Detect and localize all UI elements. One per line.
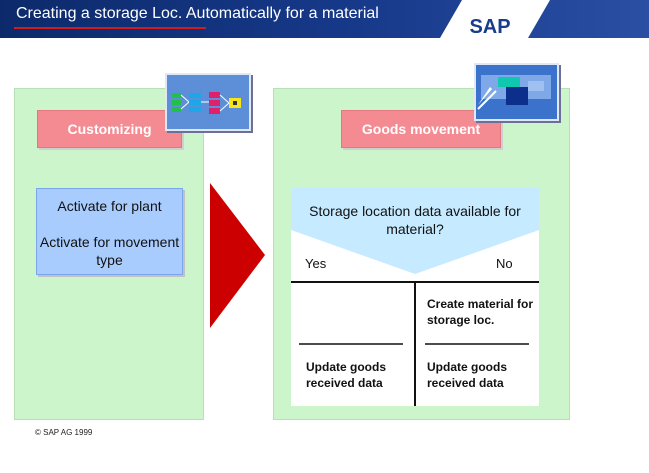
no-label: No [496, 256, 513, 271]
red-triangle-arrow-icon [210, 183, 265, 328]
update-goods-received-yes-text: Update goods received data [306, 360, 386, 390]
activate-for-plant-text: Activate for plant [57, 198, 162, 214]
activation-settings-box: Activate for plant Activate for movement… [36, 188, 183, 275]
goods-movement-icon [474, 63, 559, 121]
copyright-notice: © SAP AG 1999 [35, 428, 93, 437]
process-flow-icon [165, 73, 251, 131]
yes-label: Yes [305, 256, 327, 271]
decision-table [291, 188, 539, 406]
update-goods-received-no-text: Update goods received data [427, 360, 507, 390]
storage-location-question: Storage location data available for mate… [309, 203, 521, 237]
title-underline [14, 27, 206, 29]
sap-logo: SAP [468, 16, 512, 38]
slide-title: Creating a storage Loc. Automatically fo… [16, 5, 379, 22]
customizing-heading: Customizing [37, 110, 182, 148]
activate-for-movement-type-text: Activate for movement type [39, 234, 180, 268]
create-material-text: Create material for storage loc. [427, 297, 534, 327]
